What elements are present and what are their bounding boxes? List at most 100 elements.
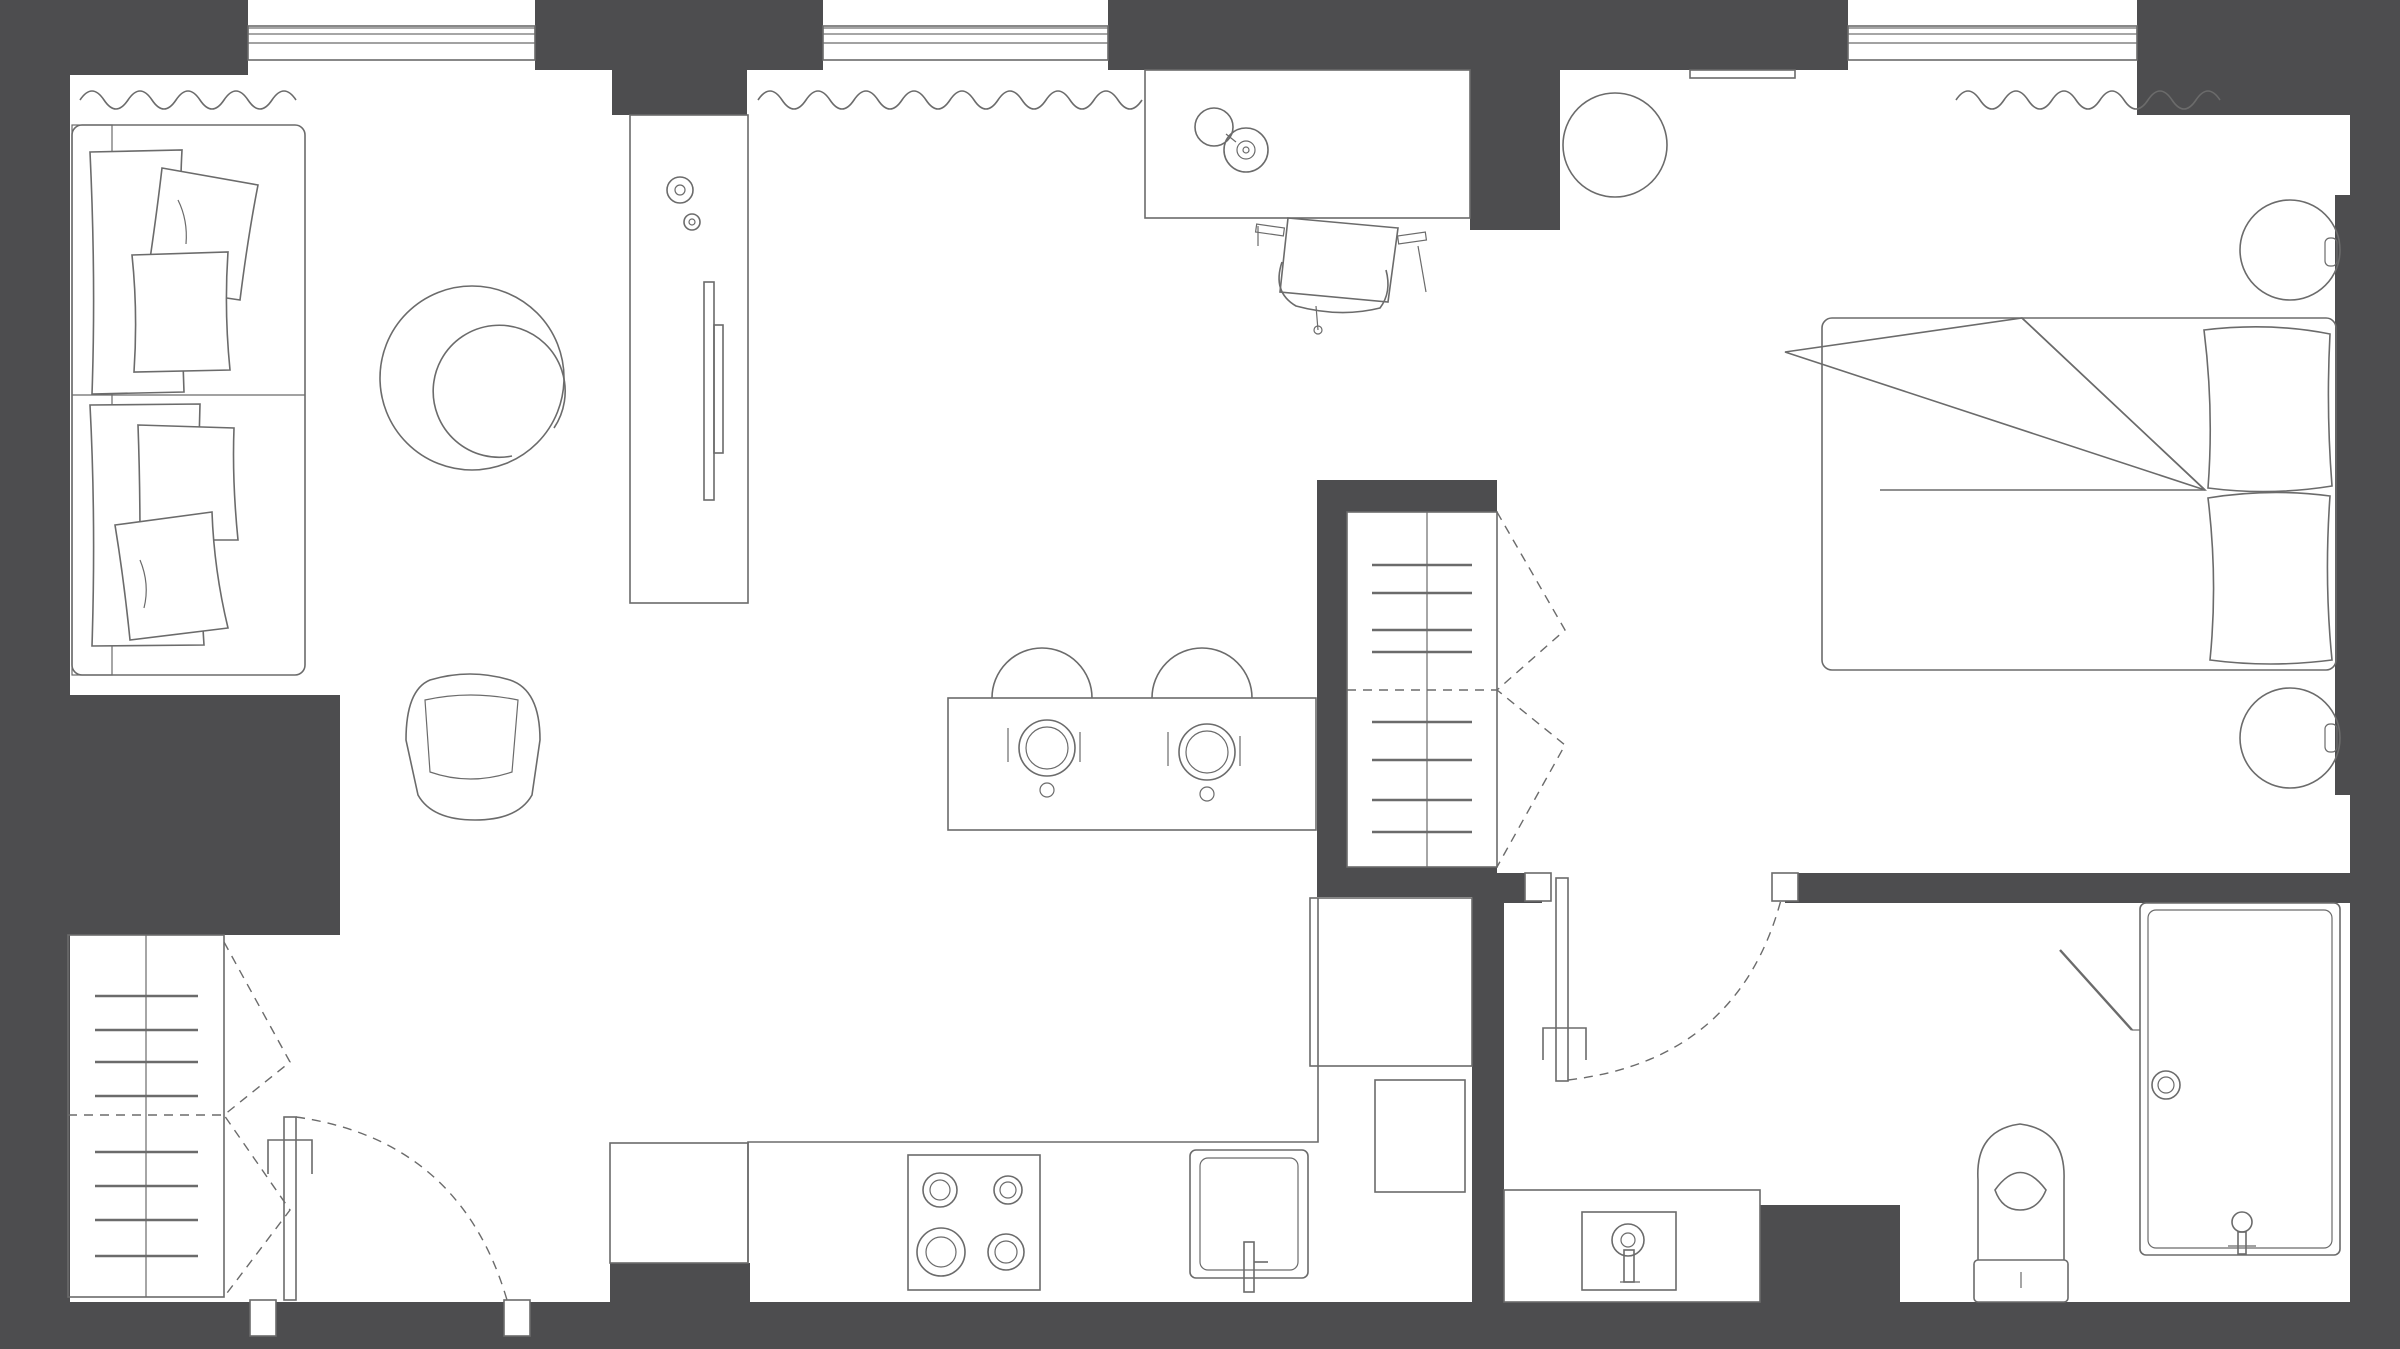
cushion: [137, 424, 239, 541]
oven: [1374, 1079, 1466, 1193]
place-setting-icon-part: [1199, 786, 1215, 802]
window-part: [1847, 27, 2138, 35]
washbasin-part: [1611, 1223, 1645, 1257]
office-chair-part: [1417, 245, 1427, 293]
faucet-icon: [2228, 1211, 2256, 1255]
curtain-icon: [1955, 90, 2221, 110]
desk-lamp-icon-part: [1236, 140, 1256, 160]
curtain-icon: [79, 90, 297, 110]
refrigerator: [1309, 897, 1473, 1067]
sink-part: [1189, 1149, 1309, 1279]
wall-bath-left: [1472, 880, 1504, 1302]
cooktop-part: [907, 1154, 1041, 1291]
bar-stool: [991, 647, 1093, 699]
pillow-part: [2207, 491, 2333, 665]
faucet-icon: [1243, 1241, 1268, 1293]
cooktop-part: [987, 1233, 1025, 1271]
faucet-icon-part: [1243, 1241, 1255, 1293]
toilet: [1973, 1123, 2069, 1303]
wall-bath-top: [1785, 873, 2350, 903]
nightstand: [2239, 199, 2341, 301]
office-chair-part: [1279, 217, 1399, 303]
bathroom-door-part: [1542, 1027, 1587, 1060]
shower-part: [2139, 902, 2341, 1256]
window: [247, 25, 536, 61]
wall-closet-left: [1317, 480, 1347, 897]
cooktop-part: [916, 1227, 966, 1277]
cushion: [114, 511, 229, 641]
cushion-part: [114, 511, 229, 641]
place-setting-icon-part: [1018, 719, 1076, 777]
nightstand-part: [2324, 237, 2338, 267]
washbasin: [1503, 1189, 1761, 1303]
cushion-part: [131, 251, 231, 373]
faucet-icon-part: [2237, 1231, 2247, 1255]
wardrobe: [67, 934, 291, 1298]
wardrobe-part: [223, 941, 291, 1298]
armchair-part: [424, 694, 519, 780]
tv-unit: [629, 114, 749, 604]
office-chair-part: [1278, 261, 1389, 314]
cushion-part: [137, 424, 239, 541]
desk-lamp-icon-part: [1225, 133, 1237, 143]
wall-bottom: [0, 1302, 2400, 1349]
pillow: [2203, 326, 2333, 493]
sofa-part: [71, 124, 113, 676]
kitchen-counter: [609, 898, 1319, 1264]
cooktop-part: [999, 1181, 1017, 1199]
window: [1847, 25, 2138, 61]
tv-unit-part: [713, 324, 724, 454]
wall-top-4: [2137, 0, 2400, 115]
sink: [1189, 1149, 1309, 1279]
wardrobe-part: [95, 994, 198, 1258]
window: [822, 25, 1109, 61]
cooktop: [907, 1154, 1041, 1291]
shower-part: [2147, 909, 2333, 1249]
entrance-door-part: [249, 1299, 277, 1337]
wall-left: [0, 0, 70, 1349]
bathroom-door-part: [1771, 872, 1799, 902]
bathroom-door-part: [1567, 895, 1783, 1081]
shower: [2059, 902, 2341, 1256]
shower-drain-icon: [2151, 1070, 2181, 1100]
folded-duvet: [1784, 317, 2208, 491]
media-device-icon-part: [674, 184, 686, 196]
media-device-icon-part: [666, 176, 694, 204]
dining-counter: [947, 697, 1317, 831]
cooktop-part: [922, 1172, 958, 1208]
cushion-part: [139, 559, 147, 609]
bathroom-door-part: [1524, 872, 1552, 902]
nightstand: [2239, 687, 2341, 789]
pillow: [2207, 491, 2333, 665]
office-chair: [1254, 217, 1428, 335]
desk-lamp-icon: [1194, 107, 1269, 173]
shower-part: [2059, 949, 2133, 1031]
nightstand-part: [2239, 687, 2341, 789]
shower-drain-icon-part: [2157, 1076, 2175, 1094]
place-setting-icon-part: [1039, 782, 1055, 798]
nightstand-part: [2239, 199, 2341, 301]
double-bed: [1821, 317, 2337, 671]
cooktop-part: [925, 1236, 957, 1268]
shower-drain-icon-part: [2151, 1070, 2181, 1100]
entrance-door-part: [503, 1299, 531, 1337]
place-setting-icon-part: [1025, 726, 1069, 770]
entrance-door-part: [283, 1116, 297, 1301]
cooktop-part: [929, 1179, 951, 1201]
tv-unit-part: [629, 114, 749, 604]
cooktop-part: [993, 1175, 1023, 1205]
toilet-part: [1977, 1123, 2065, 1260]
sofa: [71, 124, 306, 676]
desk-lamp-icon-part: [1194, 107, 1234, 147]
wall-kitchen-base: [610, 1263, 750, 1305]
office-chair-part: [1313, 325, 1323, 335]
pillow-part: [2203, 326, 2333, 493]
wall-pier-2: [1470, 0, 1560, 230]
bathroom-door: [1524, 872, 1799, 1082]
washbasin-part: [1620, 1232, 1636, 1248]
bar-stool: [1151, 647, 1253, 699]
wall-pier-1: [612, 0, 747, 115]
